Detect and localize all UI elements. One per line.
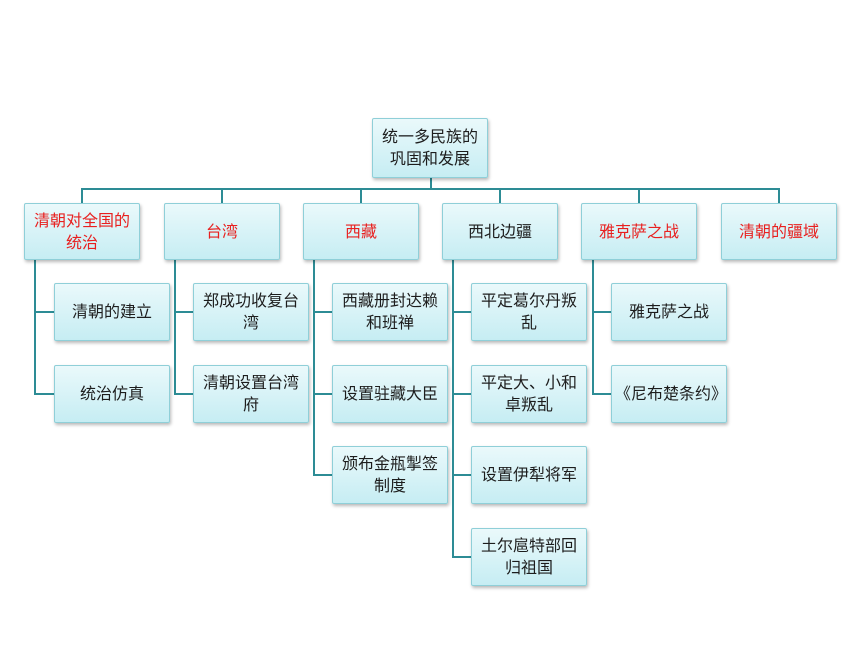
child-node: 统治仿真 bbox=[54, 365, 170, 423]
category-label: 清朝对全国的统治 bbox=[33, 210, 130, 252]
child-node: 郑成功收复台湾 bbox=[193, 283, 309, 341]
category-label: 西藏 bbox=[344, 221, 377, 241]
category-yaksa: 雅克萨之战 bbox=[581, 203, 697, 260]
connector-horizontal bbox=[81, 188, 779, 190]
category-label: 清朝的疆域 bbox=[738, 221, 819, 241]
category-label: 雅克萨之战 bbox=[598, 221, 679, 241]
root-node-label: 统一多民族的巩固和发展 bbox=[381, 127, 478, 168]
child-label: 颁布金瓶掣签制度 bbox=[341, 454, 438, 495]
branch-2-tick-1 bbox=[174, 311, 194, 313]
child-node: 平定葛尔丹叛乱 bbox=[471, 283, 587, 341]
connector-cat-3 bbox=[360, 188, 362, 203]
branch-5-vertical bbox=[592, 259, 594, 394]
branch-3-tick-1 bbox=[313, 311, 333, 313]
branch-4-tick-4 bbox=[452, 556, 472, 558]
branch-2-tick-2 bbox=[174, 393, 194, 395]
branch-3-vertical bbox=[313, 259, 315, 475]
connector-root-down bbox=[430, 178, 432, 189]
child-node: 雅克萨之战 bbox=[611, 283, 727, 341]
child-label: 平定葛尔丹叛乱 bbox=[480, 291, 577, 332]
child-label: 统治仿真 bbox=[79, 384, 144, 403]
category-label: 台湾 bbox=[205, 221, 238, 241]
category-tibet: 西藏 bbox=[303, 203, 419, 260]
branch-1-tick-2 bbox=[34, 393, 54, 395]
branch-2-vertical bbox=[174, 259, 176, 394]
child-label: 雅克萨之战 bbox=[628, 302, 709, 321]
branch-5-tick-2 bbox=[592, 393, 612, 395]
child-node: 西藏册封达赖和班禅 bbox=[332, 283, 448, 341]
child-node: 设置伊犁将军 bbox=[471, 446, 587, 504]
branch-4-tick-2 bbox=[452, 393, 472, 395]
branch-4-tick-1 bbox=[452, 311, 472, 313]
branch-3-tick-3 bbox=[313, 474, 333, 476]
category-northwest: 西北边疆 bbox=[442, 203, 558, 260]
child-node: 设置驻藏大臣 bbox=[332, 365, 448, 423]
branch-1-vertical bbox=[34, 259, 36, 394]
child-node: 清朝设置台湾府 bbox=[193, 365, 309, 423]
category-qing-rule: 清朝对全国的统治 bbox=[24, 203, 140, 260]
branch-4-vertical bbox=[452, 259, 454, 557]
root-node: 统一多民族的巩固和发展 bbox=[372, 118, 488, 178]
child-node: 清朝的建立 bbox=[54, 283, 170, 341]
branch-3-tick-2 bbox=[313, 393, 333, 395]
child-label: 郑成功收复台湾 bbox=[202, 291, 299, 332]
connector-cat-2 bbox=[221, 188, 223, 203]
child-node: 土尔扈特部回归祖国 bbox=[471, 528, 587, 586]
category-label: 西北边疆 bbox=[467, 221, 532, 241]
child-label: 平定大、小和卓叛乱 bbox=[480, 373, 577, 414]
connector-cat-5 bbox=[638, 188, 640, 203]
connector-cat-1 bbox=[81, 188, 83, 203]
branch-5-tick-1 bbox=[592, 311, 612, 313]
category-territory: 清朝的疆域 bbox=[721, 203, 837, 260]
child-label: 清朝设置台湾府 bbox=[202, 373, 299, 414]
child-node: 平定大、小和卓叛乱 bbox=[471, 365, 587, 423]
child-label: 设置伊犁将军 bbox=[480, 465, 577, 484]
child-label: 《尼布楚条约》 bbox=[615, 384, 728, 403]
child-label: 设置驻藏大臣 bbox=[341, 384, 438, 403]
child-node: 颁布金瓶掣签制度 bbox=[332, 446, 448, 504]
connector-cat-4 bbox=[499, 188, 501, 203]
branch-1-tick-1 bbox=[34, 311, 54, 313]
child-label: 土尔扈特部回归祖国 bbox=[480, 536, 577, 577]
category-taiwan: 台湾 bbox=[164, 203, 280, 260]
child-label: 清朝的建立 bbox=[71, 302, 152, 321]
branch-4-tick-3 bbox=[452, 474, 472, 476]
child-node: 《尼布楚条约》 bbox=[611, 365, 727, 423]
connector-cat-6 bbox=[778, 188, 780, 203]
child-label: 西藏册封达赖和班禅 bbox=[341, 291, 438, 332]
